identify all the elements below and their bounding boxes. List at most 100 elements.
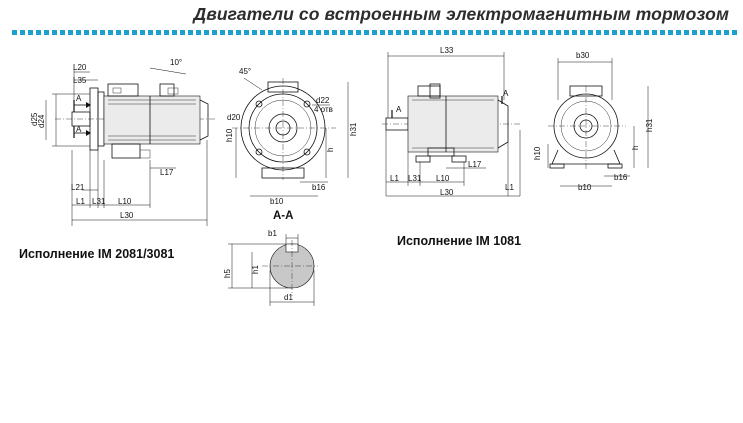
divider-dot: [116, 30, 121, 35]
divider-dot: [580, 30, 585, 35]
side-view-flange: L20 L35 10° d24 d25 A A L21 L1 L31 L10 L…: [30, 58, 215, 226]
divider-dot: [220, 30, 225, 35]
divider-dot: [700, 30, 705, 35]
label-L17: L17: [160, 168, 174, 177]
section-mark-a-right: A: [503, 89, 509, 98]
label-b30: b30: [576, 51, 590, 60]
section-mark-a-top: A: [76, 94, 82, 103]
divider-dot: [356, 30, 361, 35]
divider-dot: [92, 30, 97, 35]
divider-dot: [564, 30, 569, 35]
divider-dot: [716, 30, 721, 35]
label-L35: L35: [73, 76, 87, 85]
divider-dot: [84, 30, 89, 35]
divider-dot: [276, 30, 281, 35]
divider-dot: [124, 30, 129, 35]
section-mark-a-bottom: A: [76, 125, 82, 134]
divider-dot: [572, 30, 577, 35]
divider-dot: [44, 30, 49, 35]
divider-dot: [500, 30, 505, 35]
label-b16: b16: [312, 183, 326, 192]
label-h: h: [326, 148, 335, 152]
label-h1: h1: [251, 265, 260, 274]
section-title: А-А: [273, 210, 294, 222]
section-view-a-a: b1 h5 h1 d1: [223, 229, 318, 306]
divider-dot: [388, 30, 393, 35]
divider-dot: [212, 30, 217, 35]
divider-dot: [508, 30, 513, 35]
divider-dot: [308, 30, 313, 35]
page-title: Двигатели со встроенным электромагнитным…: [193, 4, 729, 24]
divider-dot: [428, 30, 433, 35]
divider-dot: [660, 30, 665, 35]
divider-dot: [68, 30, 73, 35]
divider-dot: [164, 30, 169, 35]
label-h: h: [631, 146, 640, 150]
label-L17: L17: [468, 160, 482, 169]
divider-dot: [516, 30, 521, 35]
divider-dot: [540, 30, 545, 35]
divider-dot: [676, 30, 681, 35]
divider-dot: [412, 30, 417, 35]
divider-dot: [340, 30, 345, 35]
label-L1: L1: [76, 197, 85, 206]
divider-dot: [156, 30, 161, 35]
divider-dot: [188, 30, 193, 35]
divider-dot: [556, 30, 561, 35]
divider-dot: [260, 30, 265, 35]
label-h5: h5: [223, 269, 232, 278]
label-h10: h10: [225, 128, 234, 142]
label-d22: d22: [316, 96, 330, 105]
divider-dot: [484, 30, 489, 35]
motor-body-foot: [407, 95, 499, 153]
caption-im2081: Исполнение IM 2081/3081: [19, 247, 175, 261]
divider-dot: [316, 30, 321, 35]
label-L1-right: L1: [505, 183, 514, 192]
divider-dot: [636, 30, 641, 35]
label-h31: h31: [349, 122, 358, 136]
divider-dot: [76, 30, 81, 35]
label-L20: L20: [73, 63, 87, 72]
motor-body: [103, 95, 201, 145]
divider-dot: [60, 30, 65, 35]
label-L31: L31: [408, 174, 422, 183]
label-b10: b10: [270, 197, 284, 206]
divider-dot: [380, 30, 385, 35]
divider-dot: [692, 30, 697, 35]
divider-dot: [532, 30, 537, 35]
divider-dot: [652, 30, 657, 35]
label-L1: L1: [390, 174, 399, 183]
front-view-foot: b30 h31 h10 h b16 b10: [533, 51, 654, 192]
terminal-box-front: [267, 81, 299, 93]
divider-dot: [140, 30, 145, 35]
divider-dot: [596, 30, 601, 35]
divider-dot: [196, 30, 201, 35]
divider-dot: [236, 30, 241, 35]
divider-dot: [668, 30, 673, 35]
label-L31: L31: [92, 197, 106, 206]
divider-dot: [332, 30, 337, 35]
terminal-box: [107, 83, 139, 97]
divider-dot: [684, 30, 689, 35]
divider-dot: [28, 30, 33, 35]
divider-dot: [588, 30, 593, 35]
divider-dot: [348, 30, 353, 35]
divider-dot: [300, 30, 305, 35]
divider-dot: [12, 30, 17, 35]
divider-dot: [284, 30, 289, 35]
label-L21: L21: [71, 183, 85, 192]
divider-dot: [180, 30, 185, 35]
divider-dot: [460, 30, 465, 35]
label-L10: L10: [118, 197, 132, 206]
divider-dot: [108, 30, 113, 35]
label-b10: b10: [578, 183, 592, 192]
divider-dot: [628, 30, 633, 35]
divider-dot: [476, 30, 481, 35]
divider-dot: [396, 30, 401, 35]
divider-dot: [612, 30, 617, 35]
label-h31: h31: [645, 118, 654, 132]
divider-dot: [172, 30, 177, 35]
label-angle-10: 10°: [170, 58, 182, 67]
divider-dot: [252, 30, 257, 35]
divider-dot: [324, 30, 329, 35]
